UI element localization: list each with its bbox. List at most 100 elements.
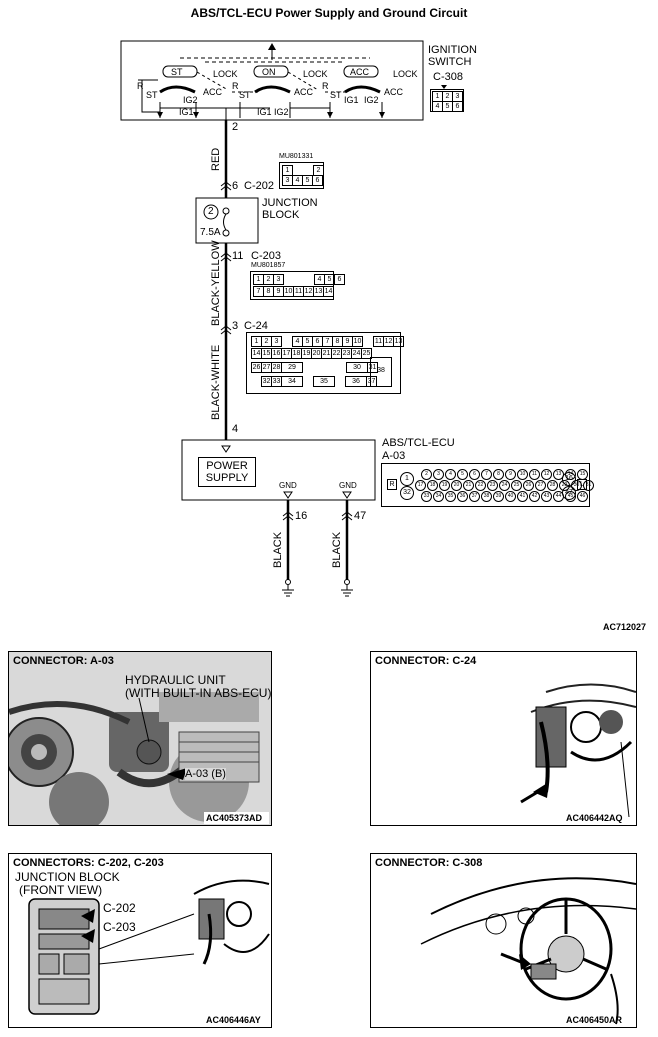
r-label: R [137, 81, 144, 91]
ig1-label-1: IG1 [179, 107, 194, 117]
a03-pin: 5 [457, 469, 468, 480]
c308-name: C-308 [433, 71, 463, 83]
a03-pin: 19 [439, 480, 450, 491]
acc-label-2: ACC [294, 87, 314, 97]
a03-pin: 32 [400, 486, 414, 500]
panel-a03-title: CONNECTOR: A-03 [13, 655, 114, 667]
a03-pin: 31 [583, 480, 594, 491]
lock-label-3: LOCK [393, 69, 418, 79]
panel-a03-code: AC405373AD [206, 813, 263, 823]
panel-c202: CONNECTORS: C-202, C-203 JUNCTION BLOCK … [8, 853, 272, 1028]
ig2-label-2: IG2 [274, 107, 289, 117]
gnd-label-1: GND [279, 481, 297, 490]
c308-key-icon [441, 85, 447, 89]
a03-pin: 37 [469, 491, 480, 502]
a03-pin: 21 [463, 480, 474, 491]
panel-c24: CONNECTOR: C-24 AC406442AQ [370, 651, 637, 826]
c308-steering-illustration [420, 877, 636, 1025]
panel-c24-title: CONNECTOR: C-24 [375, 655, 477, 667]
c203-pin: 14 [323, 286, 334, 297]
panel-a03: CONNECTOR: A-03 HYDRAULIC UNIT (WITH BUI… [8, 651, 272, 826]
gnd-label-2: GND [339, 481, 357, 490]
power-supply-box [198, 457, 256, 487]
wire-black-2: BLACK [331, 531, 343, 568]
lock-label-2: LOCK [303, 69, 328, 79]
a03-pin: 2 [421, 469, 432, 480]
ignition-switch-label-2: SWITCH [428, 56, 472, 68]
panel-c202-line2: (FRONT VIEW) [19, 883, 103, 897]
c24-pin: 29 [281, 362, 303, 373]
panel-c202-code: AC406446AY [206, 1015, 261, 1025]
ecu-in-pin: 4 [232, 423, 239, 435]
a03-pin: 14 [565, 469, 576, 480]
c24-pin-38: 38 [370, 357, 392, 387]
a03-pin: 17 [415, 480, 426, 491]
c24-pin: 25 [361, 348, 372, 359]
ecu-connector-name: A-03 [382, 450, 406, 462]
ig1-label-2: IG1 [257, 107, 272, 117]
a03-pin: 6 [469, 469, 480, 480]
position-on: ON [262, 67, 276, 77]
c203-connector [250, 271, 334, 300]
ignition-switch-label-1: IGNITION [428, 44, 477, 56]
c203-pin: 6 [334, 274, 345, 285]
ig1-label-3: IG1 [344, 95, 359, 105]
panel-c202-title: CONNECTORS: C-202, C-203 [13, 857, 164, 869]
wiring-lines [120, 40, 424, 597]
panel-c24-code: AC406442AQ [566, 813, 623, 823]
c202-code: MU801331 [279, 153, 314, 160]
a03-pin: 29 [559, 480, 570, 491]
c24-pin: 34 [281, 376, 303, 387]
junction-block-label-2: BLOCK [262, 209, 300, 221]
c203-row1: 1 2 3 4 5 6 [253, 274, 345, 285]
panel-a03-callout: A-03 (B) [185, 768, 226, 780]
a03-pin: 45 [565, 491, 576, 502]
c24-row4: 32 33 34 35 36 37 [261, 376, 377, 387]
junction-block-label-1: JUNCTION [262, 197, 318, 209]
a03-pin: 24 [499, 480, 510, 491]
st-label-2: ST [239, 90, 251, 100]
c24-pin: 30 [346, 362, 368, 373]
a03-pin: 33 [421, 491, 432, 502]
c24-name: C-24 [244, 320, 268, 332]
c24-row3: 26 27 28 29 30 31 [251, 362, 378, 373]
c24-row1: 1 2 3 4 5 6 7 8 9 10 11 12 13 [251, 336, 404, 347]
c24-pin: 3 [271, 336, 282, 347]
a03-pin: 15 [577, 469, 588, 480]
c203-code: MU801857 [251, 262, 286, 269]
st-label: ST [146, 90, 158, 100]
c308-pin: 6 [452, 101, 463, 112]
diagram-title: ABS/TCL-ECU Power Supply and Ground Circ… [190, 6, 468, 20]
a03-pin: 3 [433, 469, 444, 480]
c24-pin: 36 [345, 376, 367, 387]
ig2-label-1: IG2 [183, 95, 198, 105]
c24-pin-label: 3 [232, 320, 239, 332]
c202-name: C-202 [244, 180, 274, 192]
a03-pin: 30 [571, 480, 582, 491]
fuse-rating: 7.5A [200, 227, 221, 238]
a03-pin: 25 [511, 480, 522, 491]
a03-pin: 43 [541, 491, 552, 502]
lock-label-1: LOCK [213, 69, 238, 79]
c203-pin: 3 [273, 274, 284, 285]
a03-pin: 38 [481, 491, 492, 502]
a03-pin: 10 [517, 469, 528, 480]
wire-black-1: BLACK [272, 531, 284, 568]
power-supply-label-2: SUPPLY [205, 472, 249, 484]
a03-pin: 40 [505, 491, 516, 502]
st-label-3: ST [330, 90, 342, 100]
a03-pin: 42 [529, 491, 540, 502]
a03-pin: 13 [553, 469, 564, 480]
panel-a03-line2: (WITH BUILT-IN ABS-ECU) [125, 686, 272, 700]
a03-pin: 46 [577, 491, 588, 502]
a03-pin: 4 [445, 469, 456, 480]
a03-pin: 28 [547, 480, 558, 491]
ig2-label-3: IG2 [364, 95, 379, 105]
a03-r-mark: R [387, 479, 397, 490]
a03-pin: 18 [427, 480, 438, 491]
a03-pin: 9 [505, 469, 516, 480]
a03-pin: 23 [487, 480, 498, 491]
panel-c202-callout1: C-202 [103, 901, 136, 915]
gnd-pin-16: 16 [295, 510, 308, 522]
